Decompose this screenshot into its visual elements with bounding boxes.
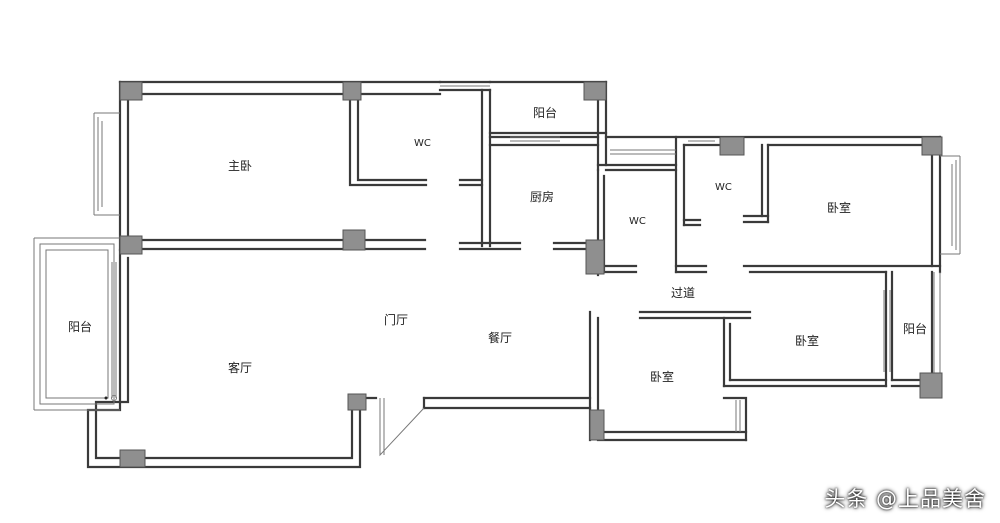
column	[583, 81, 607, 101]
room-labels: 主卧 WC 阳台 厨房 WC WC 卧室 阳台 客厅 门厅 餐厅 过道 卧室 阳…	[68, 105, 927, 384]
column	[585, 239, 605, 275]
column	[589, 409, 605, 441]
column	[342, 81, 362, 101]
label-wc-center: WC	[629, 216, 646, 227]
label-bedroom-bottom: 卧室	[650, 369, 674, 384]
column	[919, 372, 943, 399]
windows	[33, 85, 961, 432]
label-balcony-right: 阳台	[903, 321, 927, 336]
label-wc-right: WC	[715, 182, 732, 193]
label-dining-room: 餐厅	[488, 330, 512, 345]
label-balcony-left: 阳台	[68, 319, 92, 334]
column	[921, 136, 943, 156]
label-wc-master: WC	[414, 138, 431, 149]
label-bedroom-right-mid: 卧室	[795, 333, 819, 348]
column	[119, 235, 143, 255]
column	[342, 229, 366, 251]
column	[719, 136, 745, 156]
walls	[86, 80, 942, 469]
label-bedroom-right-top: 卧室	[827, 200, 851, 215]
label-balcony-top: 阳台	[533, 105, 557, 120]
column	[119, 81, 143, 101]
label-foyer: 门厅	[384, 312, 408, 327]
watermark: 头条 @上品美舍	[824, 487, 986, 511]
label-kitchen: 厨房	[530, 189, 554, 204]
socket-dot-icon	[104, 396, 108, 400]
label-living-room: 客厅	[228, 360, 252, 375]
socket-icon	[111, 395, 117, 401]
label-corridor: 过道	[671, 286, 695, 300]
column	[347, 393, 367, 411]
columns	[119, 81, 943, 468]
label-master-bedroom: 主卧	[228, 159, 252, 173]
column	[119, 449, 146, 468]
